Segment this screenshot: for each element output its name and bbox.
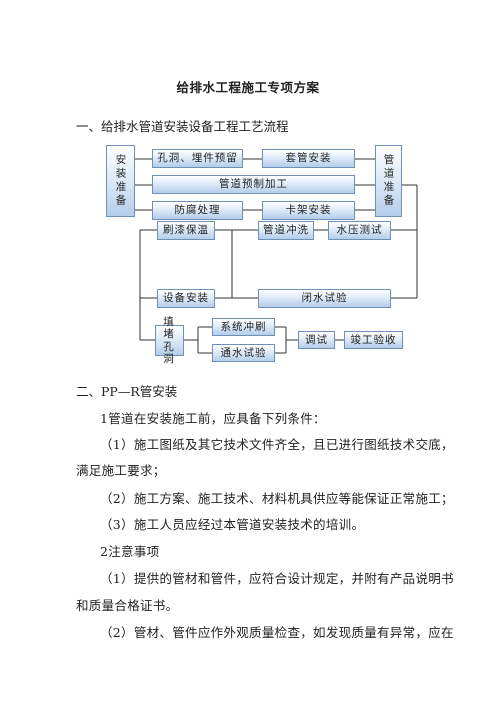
flow-box-completion: 竣工验收 — [344, 331, 403, 349]
flow-box-debug: 调试 — [298, 331, 335, 349]
flow-box-closed-water-test: 闭水试验 — [258, 289, 391, 308]
paragraph-5: 2注意事项 — [100, 544, 160, 559]
flow-box-system-flush: 系统冲刷 — [212, 318, 275, 336]
flow-box-pipe-prefab: 管道预制加工 — [152, 175, 355, 194]
flow-box-anticorrosion: 防腐处理 — [152, 201, 243, 220]
paragraph-7: （2）管材、管件应作外观质量检查，如发现质量有异常，应在 — [100, 625, 454, 640]
paragraph-2-line-2: 满足施工要求； — [76, 463, 166, 478]
paragraph-6-line-2: 和质量合格证书。 — [76, 598, 179, 613]
flow-box-sleeve-install: 套管安装 — [262, 149, 355, 168]
flow-box-prep-left: 安装准备 — [106, 145, 135, 217]
flow-box-fill-holes: 填堵孔洞 — [155, 316, 184, 365]
flow-box-pressure-test: 水压测试 — [328, 221, 391, 240]
section-2-heading: 二、PP—R管安装 — [76, 384, 178, 399]
flow-box-pipe-flush: 管道冲洗 — [258, 221, 314, 240]
flow-box-paint-insulation: 刷漆保温 — [157, 221, 215, 240]
flow-box-pipe-prep: 管道准备 — [375, 145, 402, 217]
document-title: 给排水工程施工专项方案 — [176, 80, 320, 95]
paragraph-2-line-1: （1）施工图纸及其它技术文件齐全，且已进行图纸技术交底， — [100, 437, 454, 452]
paragraph-3: （2）施工方案、施工技术、材料机具供应等能保证正常施工； — [100, 491, 454, 506]
flow-box-bracket-install: 卡架安装 — [262, 201, 355, 220]
section-1-heading: 一、给排水管道安装设备工程工艺流程 — [76, 119, 289, 134]
flow-box-hole-embed: 孔洞、埋件预留 — [152, 149, 243, 168]
flow-box-equipment-install: 设备安装 — [157, 289, 215, 308]
paragraph-6-line-1: （1）提供的管材和管件，应符合设计规定，并附有产品说明书 — [100, 571, 454, 586]
paragraph-4: （3）施工人员应经过本管道安装技术的培训。 — [100, 517, 365, 532]
flow-box-water-test: 通水试验 — [212, 344, 275, 362]
paragraph-1: 1管道在安装施工前，应具备下列条件： — [100, 411, 326, 426]
